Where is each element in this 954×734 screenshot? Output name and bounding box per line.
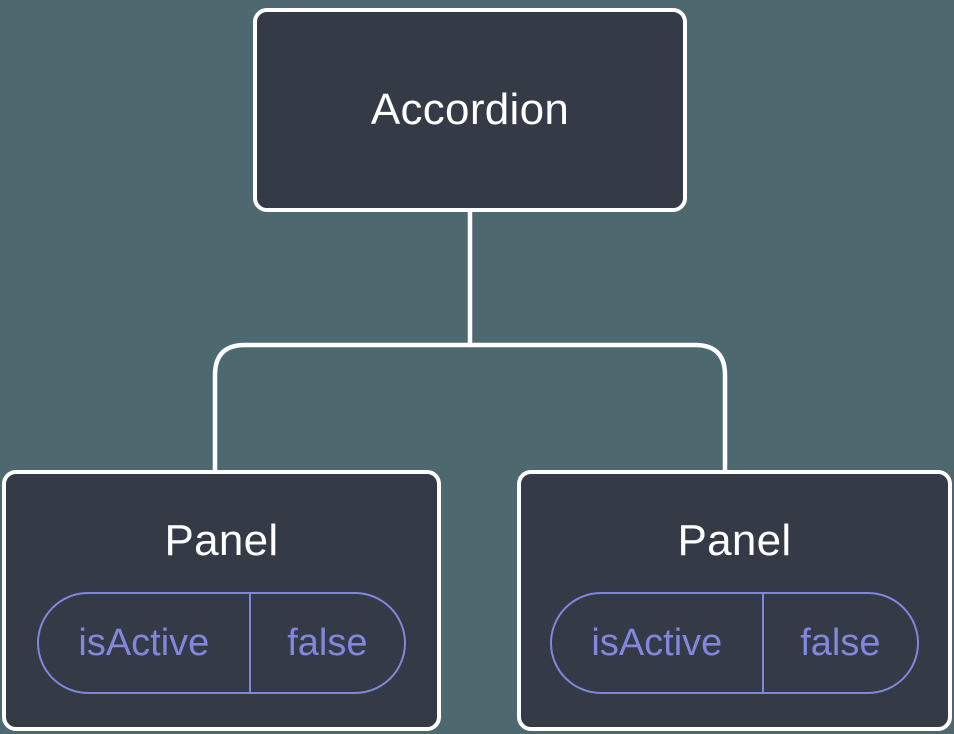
node-label: Panel	[164, 516, 279, 565]
component-node-panel-2: Panel isActive false	[517, 470, 952, 731]
component-node-panel-1: Panel isActive false	[2, 470, 441, 731]
state-value: false	[287, 621, 368, 664]
node-label: Accordion	[370, 85, 570, 134]
state-name: isActive	[39, 594, 251, 692]
connector-bracket	[212, 342, 728, 473]
state-pill: isActive false	[550, 592, 919, 694]
state-name: isActive	[552, 594, 764, 692]
state-value: false	[800, 621, 881, 664]
component-node-accordion: Accordion	[253, 8, 687, 212]
state-pill: isActive false	[37, 592, 406, 694]
node-label: Panel	[677, 516, 792, 565]
